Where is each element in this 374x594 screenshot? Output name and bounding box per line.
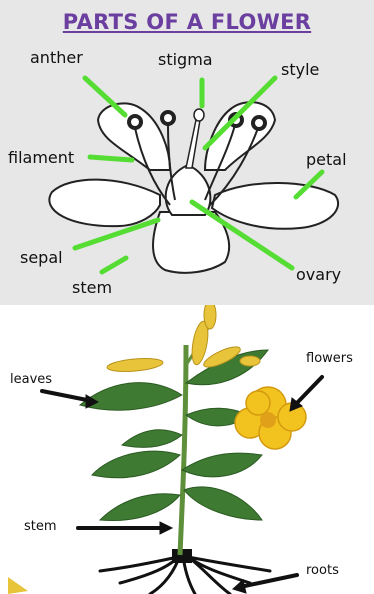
label-sepal: sepal xyxy=(20,248,63,267)
label-style: style xyxy=(281,60,319,79)
label-leaves: leaves xyxy=(10,372,52,387)
label-anther: anther xyxy=(30,48,83,67)
leaf-3 xyxy=(92,451,180,478)
leaf-1 xyxy=(80,383,182,411)
label-filament: filament xyxy=(8,148,74,167)
plant-drawing xyxy=(0,305,374,594)
leaf-7 xyxy=(100,494,180,521)
leaf-5 xyxy=(122,430,182,448)
stigma-shape xyxy=(194,109,204,121)
label-stigma: stigma xyxy=(158,50,213,69)
petal-right xyxy=(212,183,338,229)
main-stem xyxy=(180,345,186,555)
leaf-4 xyxy=(182,453,262,477)
plant-parts-panel: leaves flowers stem roots xyxy=(0,305,374,594)
label-stem-top: stem xyxy=(72,278,112,297)
petal-left xyxy=(49,180,160,227)
label-stem-bottom: stem xyxy=(24,519,57,534)
label-flowers: flowers xyxy=(306,351,353,366)
flower-parts-panel: PARTS OF A FLOWER anther stigma style fi… xyxy=(0,0,374,305)
leaf-6 xyxy=(184,487,262,520)
diagram-title: PARTS OF A FLOWER xyxy=(0,10,374,34)
label-roots: roots xyxy=(306,563,339,578)
label-ovary: ovary xyxy=(296,265,341,284)
label-petal: petal xyxy=(306,150,347,169)
